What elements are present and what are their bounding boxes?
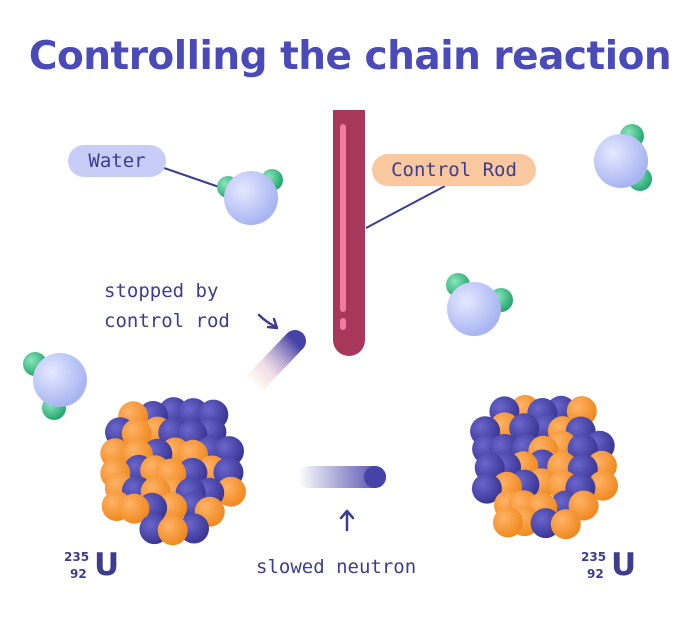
isotope-label-right: 235 92 U bbox=[581, 547, 651, 590]
stopped-note-line-2: control rod bbox=[104, 310, 230, 332]
proton bbox=[550, 509, 581, 540]
atomic-number: 92 bbox=[70, 567, 87, 581]
page-title: Controlling the chain reaction bbox=[28, 34, 672, 79]
slowed-neutron-label: slowed neutron bbox=[256, 556, 417, 578]
atomic-number: 92 bbox=[587, 567, 604, 581]
proton bbox=[215, 476, 246, 507]
mass-number: 235 bbox=[64, 550, 90, 564]
stopped-by-control-rod-note: stopped by control rod bbox=[104, 276, 230, 336]
control-rod bbox=[333, 110, 365, 356]
control-rod-label: Control Rod bbox=[372, 154, 536, 186]
rod-pointer-line bbox=[365, 185, 446, 229]
slowed-neutron bbox=[298, 466, 386, 488]
neutron-particle bbox=[471, 473, 502, 504]
water-molecule-3 bbox=[446, 273, 513, 336]
proton bbox=[119, 493, 150, 524]
proton bbox=[157, 515, 188, 546]
water-molecule-1 bbox=[217, 169, 283, 225]
proton bbox=[493, 507, 523, 538]
stopped-neutron bbox=[242, 330, 306, 396]
water-molecule-2 bbox=[594, 124, 652, 191]
stopped-arrow bbox=[257, 313, 279, 330]
uranium-nucleus-left bbox=[100, 397, 246, 546]
water-label: Water bbox=[68, 145, 166, 177]
stopped-note-line-1: stopped by bbox=[104, 280, 219, 302]
element-symbol: U bbox=[611, 547, 637, 583]
mass-number: 235 bbox=[581, 550, 607, 564]
neutron-particle bbox=[214, 436, 244, 467]
isotope-label-left: 235 92 U bbox=[64, 547, 134, 590]
water-molecule-4 bbox=[23, 352, 87, 420]
uranium-nucleus-right bbox=[470, 395, 618, 540]
proton bbox=[588, 470, 618, 501]
slowed-arrow bbox=[339, 509, 355, 532]
element-symbol: U bbox=[94, 547, 120, 583]
proton bbox=[568, 490, 599, 521]
water-pointer-line bbox=[163, 167, 223, 189]
